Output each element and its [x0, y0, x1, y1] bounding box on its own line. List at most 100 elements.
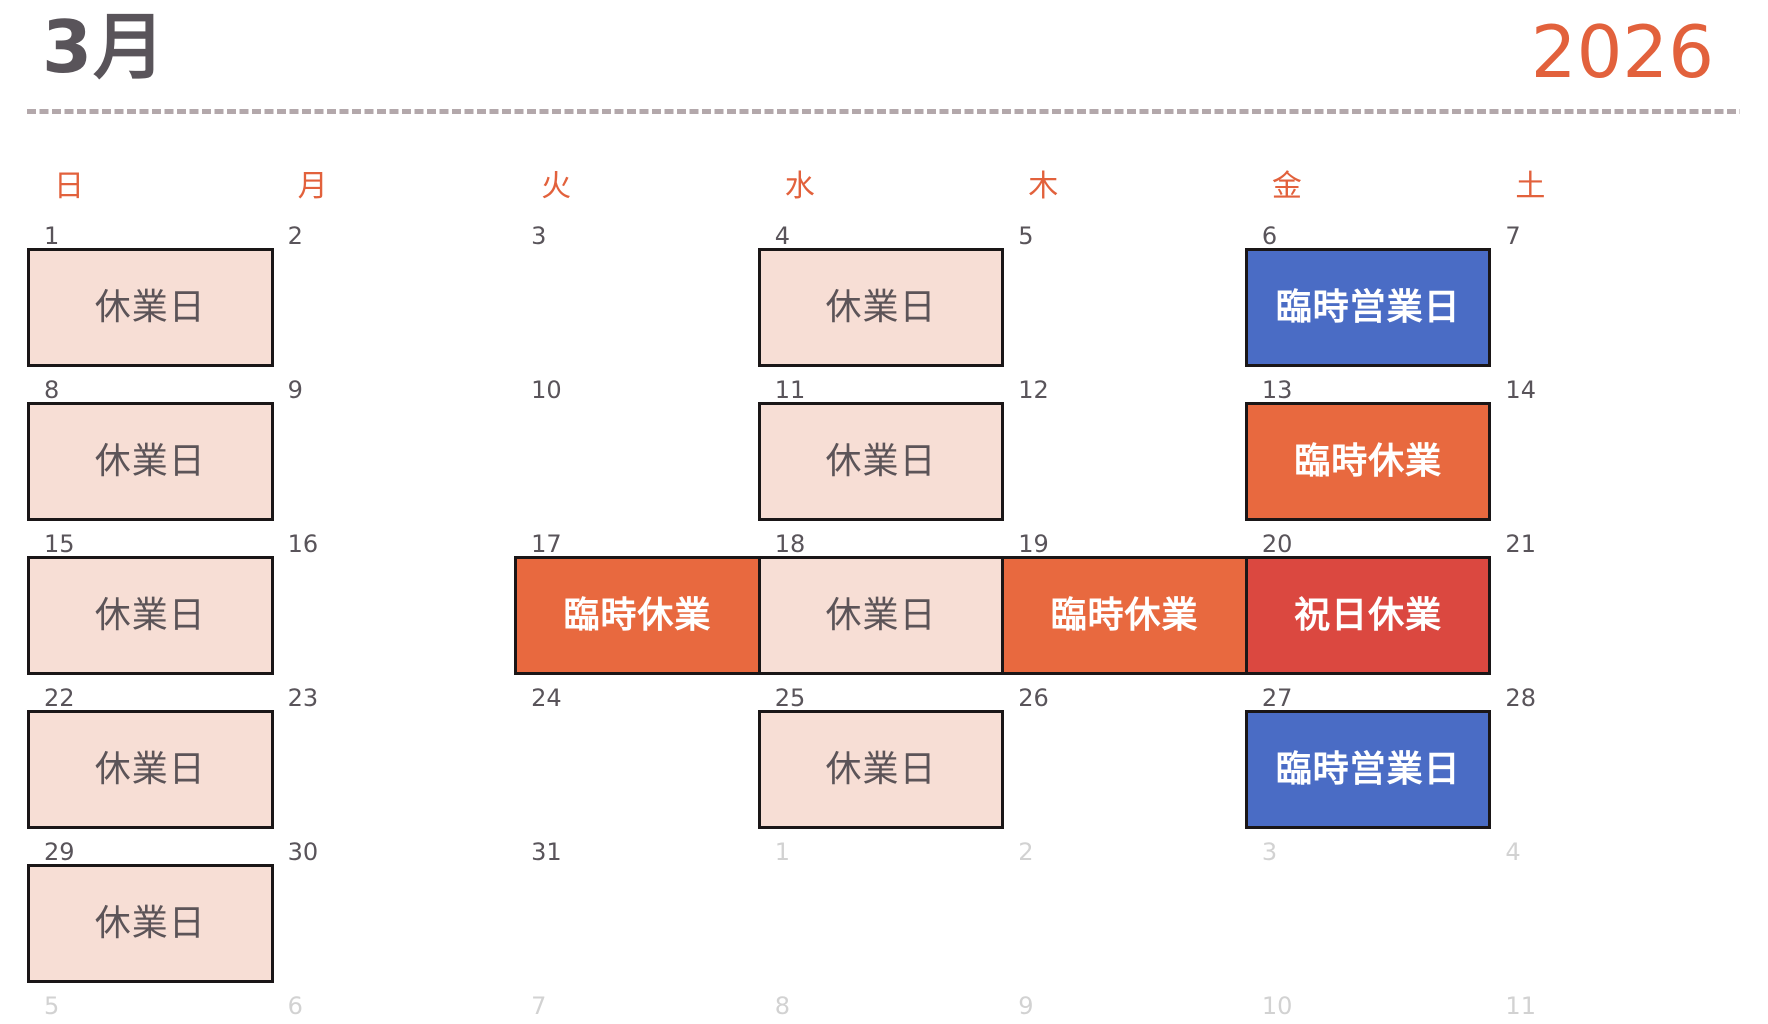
day-cell-10-next-month: 10: [1245, 989, 1489, 1024]
day-cell-3: 3: [514, 219, 758, 373]
event-temp-closed-box: 臨時休業: [1001, 556, 1248, 675]
event-closed-box: 休業日: [27, 248, 274, 367]
weekday-label-5: 金: [1271, 169, 1302, 204]
event-special-open-box: 臨時営業日: [1244, 248, 1492, 367]
day-number: 28: [1505, 684, 1536, 712]
weekday-header: 日月火水木金土: [27, 172, 1732, 202]
event-temp-closed-box: 臨時休業: [1244, 402, 1492, 521]
day-number: 4: [774, 222, 790, 250]
day-number: 24: [531, 684, 562, 712]
event-closed-box: 休業日: [757, 248, 1005, 367]
weekday-label-6: 土: [1515, 169, 1546, 204]
event-closed-box: 休業日: [757, 710, 1005, 829]
day-cell-14: 14: [1488, 373, 1732, 527]
day-number: 3: [1261, 838, 1278, 866]
day-cell-10: 10: [514, 373, 758, 527]
day-number: 5: [44, 992, 60, 1020]
day-number: 27: [1261, 684, 1293, 712]
day-number: 18: [774, 530, 806, 558]
page-title: 3月: [42, 5, 167, 89]
day-cell-21: 21: [1488, 527, 1732, 681]
weekday-label-4: 木: [1028, 169, 1059, 204]
event-closed-box: 休業日: [27, 402, 274, 521]
day-number: 15: [44, 530, 75, 558]
day-number: 13: [1261, 376, 1293, 404]
day-cell-8-next-month: 8: [758, 989, 1002, 1024]
day-cell-3-next-month: 3: [1245, 835, 1489, 989]
day-number: 8: [774, 992, 790, 1020]
event-special-open-box: 臨時営業日: [1244, 710, 1492, 829]
day-cell-28: 28: [1488, 681, 1732, 835]
weekday-label-0: 日: [54, 169, 84, 204]
day-number: 9: [287, 376, 303, 404]
day-number: 7: [531, 992, 547, 1020]
event-holiday-closed-box: 祝日休業: [1244, 556, 1492, 675]
day-number: 31: [531, 838, 562, 866]
day-number: 20: [1261, 530, 1293, 558]
day-cell-26: 26: [1001, 681, 1245, 835]
day-number: 2: [287, 222, 303, 250]
day-number: 9: [1018, 992, 1034, 1020]
day-number: 11: [774, 376, 806, 404]
day-number: 4: [1505, 838, 1521, 866]
day-number: 16: [287, 530, 319, 558]
day-number: 6: [1261, 222, 1278, 250]
weekday-label-2: 火: [541, 169, 572, 204]
day-number: 3: [531, 222, 547, 250]
day-number: 29: [44, 838, 75, 866]
day-cell-16: 16: [271, 527, 515, 681]
day-number: 30: [287, 838, 319, 866]
day-cell-2-next-month: 2: [1001, 835, 1245, 989]
event-temp-closed-box: 臨時休業: [514, 556, 761, 675]
day-cell-5: 5: [1001, 219, 1245, 373]
day-cell-6-next-month: 6: [271, 989, 515, 1024]
day-number: 6: [287, 992, 303, 1020]
day-number: 14: [1505, 376, 1536, 404]
day-number: 5: [1018, 222, 1034, 250]
event-closed-box: 休業日: [27, 710, 274, 829]
day-number: 2: [1018, 838, 1034, 866]
day-number: 21: [1505, 530, 1536, 558]
day-number: 12: [1018, 376, 1049, 404]
year-label: 2026: [1530, 10, 1714, 94]
day-cell-24: 24: [514, 681, 758, 835]
weekday-label-1: 月: [297, 169, 328, 204]
day-number: 11: [1505, 992, 1536, 1020]
day-cell-30: 30: [271, 835, 515, 989]
day-number: 26: [1018, 684, 1049, 712]
day-cell-31: 31: [514, 835, 758, 989]
day-number: 23: [287, 684, 319, 712]
day-cell-23: 23: [271, 681, 515, 835]
day-cell-2: 2: [271, 219, 515, 373]
dashed-divider: [27, 109, 1740, 114]
day-cell-1-next-month: 1: [758, 835, 1002, 989]
day-number: 10: [531, 376, 562, 404]
day-cell-12: 12: [1001, 373, 1245, 527]
day-cell-7: 7: [1488, 219, 1732, 373]
day-number: 17: [531, 530, 562, 558]
day-cell-4-next-month: 4: [1488, 835, 1732, 989]
event-closed-box: 休業日: [757, 402, 1005, 521]
day-cell-9-next-month: 9: [1001, 989, 1245, 1024]
day-number: 1: [774, 838, 790, 866]
day-cell-11-next-month: 11: [1488, 989, 1732, 1024]
event-closed-box: 休業日: [27, 556, 274, 675]
day-number: 25: [774, 684, 806, 712]
day-number: 10: [1261, 992, 1293, 1020]
day-cell-7-next-month: 7: [514, 989, 758, 1024]
day-number: 22: [44, 684, 75, 712]
